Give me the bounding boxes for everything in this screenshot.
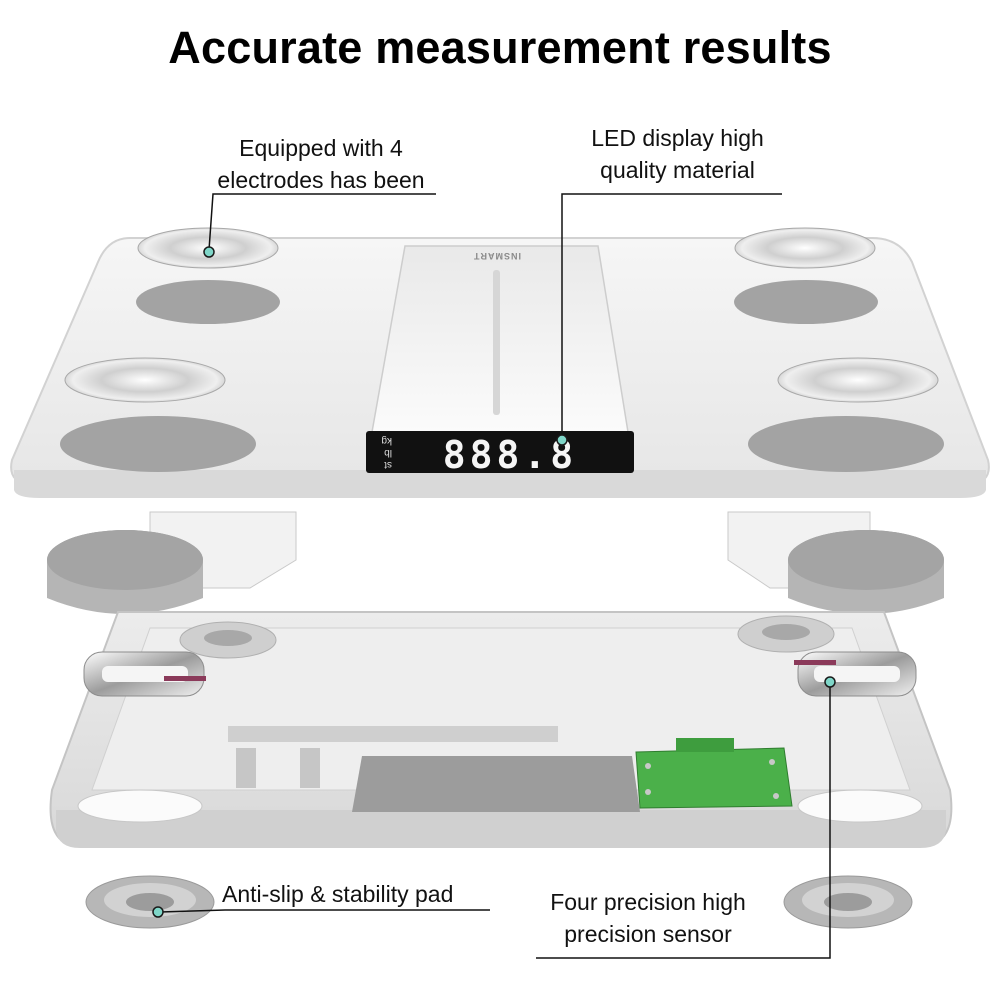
callout-electrodes: Equipped with 4 electrodes has been	[196, 132, 446, 196]
callout-electrodes-line-2: electrodes has been	[217, 167, 425, 193]
foot-pad-right-lower	[748, 416, 944, 472]
display-unit-lb: lb	[384, 447, 392, 458]
anti-slip-pad-left	[85, 875, 215, 929]
callout-electrodes-line-1: Equipped with 4	[239, 135, 403, 161]
leader-led	[561, 193, 782, 440]
marker-dot-led	[556, 434, 568, 446]
marker-dot-electrode	[203, 246, 215, 258]
electrode-mid-right	[777, 357, 939, 403]
load-cell-left	[83, 651, 206, 697]
callout-sensor-line-2: precision sensor	[564, 921, 732, 947]
pcb-board	[635, 738, 793, 809]
marker-dot-pad	[152, 906, 164, 918]
foot-pad-right-upper	[734, 280, 878, 324]
page-title: Accurate measurement results	[168, 22, 832, 73]
marker-dot-sensor	[824, 676, 836, 688]
display-digits: 888.8	[443, 433, 577, 477]
anti-slip-pad-right	[783, 875, 913, 929]
callout-sensor-line-1: Four precision high	[550, 889, 746, 915]
callout-anti-slip-pad: Anti-slip & stability pad	[222, 878, 497, 910]
brand-mark: INSMART	[473, 251, 521, 261]
load-cell-right	[794, 651, 917, 697]
tray-foot-left	[179, 621, 277, 659]
callout-precision-sensor: Four precision high precision sensor	[528, 886, 768, 950]
display-unit-st: st	[384, 459, 392, 470]
display-unit-kg: kg	[381, 435, 392, 446]
foot-pad-left-upper	[136, 280, 280, 324]
callout-led-line-1: LED display high	[591, 125, 764, 151]
leader-pad	[159, 909, 490, 913]
callout-led-line-2: quality material	[600, 157, 755, 183]
callout-led-display: LED display high quality material	[560, 122, 795, 186]
callout-pad-line-1: Anti-slip & stability pad	[222, 881, 454, 907]
leader-electrodes	[208, 193, 436, 251]
electrode-mid-left	[64, 357, 226, 403]
electrode-top-right	[734, 227, 876, 269]
sensor-housing-right	[727, 511, 944, 614]
tray-foot-right	[737, 615, 835, 653]
sensor-housing-left	[47, 511, 297, 614]
leader-sensor	[536, 684, 831, 959]
foot-pad-left-lower	[60, 416, 256, 472]
